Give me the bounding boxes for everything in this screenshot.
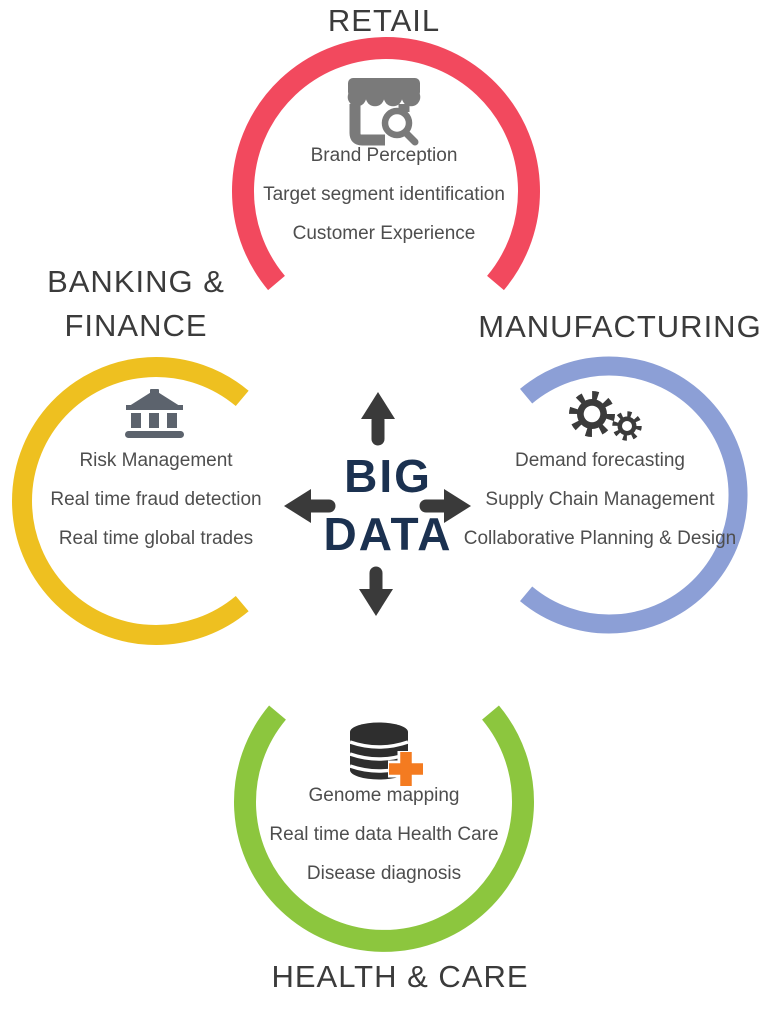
small-gear-hole bbox=[622, 421, 632, 431]
bank-column bbox=[131, 413, 141, 428]
big-gear-hole bbox=[583, 405, 601, 423]
list-item: Real time global trades bbox=[58, 528, 254, 549]
list-item: Risk Management bbox=[79, 450, 233, 471]
list-item: Demand forecasting bbox=[514, 450, 686, 471]
bank-pediment bbox=[126, 390, 183, 408]
retail-items: Brand Perception Target segment identifi… bbox=[232, 141, 536, 258]
magnifier-lens bbox=[381, 107, 413, 139]
list-item: Customer Experience bbox=[292, 223, 476, 244]
big-gear-teeth bbox=[569, 391, 615, 437]
retail-title: RETAIL bbox=[327, 3, 441, 38]
bank-column bbox=[167, 413, 177, 428]
list-item: Collaborative Planning & Design bbox=[463, 528, 737, 549]
manufacturing-items: Demand forecasting Supply Chain Manageme… bbox=[458, 446, 742, 563]
awning bbox=[348, 78, 420, 97]
big-data-line1: BIG bbox=[344, 450, 432, 502]
arrow-down-icon bbox=[359, 589, 393, 616]
store-body bbox=[349, 104, 385, 146]
list-item: Real time fraud detection bbox=[50, 489, 262, 510]
bank-building-icon bbox=[125, 389, 184, 438]
list-item: Disease diagnosis bbox=[306, 863, 462, 884]
small-gear-body bbox=[617, 416, 637, 436]
small-gear-teeth bbox=[612, 411, 642, 441]
list-item: Genome mapping bbox=[308, 785, 460, 806]
db-separator bbox=[349, 740, 409, 749]
list-item: Supply Chain Management bbox=[485, 489, 715, 510]
database-plus-icon bbox=[349, 722, 424, 787]
bank-column bbox=[149, 413, 159, 428]
db-separator bbox=[349, 752, 409, 761]
bank-base bbox=[125, 431, 184, 438]
big-data-line2: DATA bbox=[323, 508, 453, 560]
db-separator bbox=[349, 764, 409, 773]
big-data-label: BIG DATA bbox=[288, 447, 488, 563]
list-item: Brand Perception bbox=[310, 145, 458, 166]
health-care-title: HEALTH & CARE bbox=[271, 959, 529, 994]
list-item: Target segment identification bbox=[263, 184, 505, 205]
manufacturing-title: MANUFACTURING bbox=[478, 309, 762, 344]
health-items: Genome mapping Real time data Health Car… bbox=[232, 781, 536, 898]
banking-title-line1: BANKING & bbox=[47, 264, 225, 299]
storefront-search-icon bbox=[347, 78, 421, 146]
banking-items: Risk Management Real time fraud detectio… bbox=[16, 446, 296, 563]
banking-title-line2: FINANCE bbox=[64, 308, 208, 343]
big-gear-body bbox=[577, 399, 607, 429]
list-item: Real time data Health Care bbox=[269, 824, 499, 845]
gears-icon bbox=[569, 391, 642, 441]
banking-finance-title: BANKING & FINANCE bbox=[16, 260, 256, 348]
arrow-up-icon bbox=[361, 392, 395, 419]
